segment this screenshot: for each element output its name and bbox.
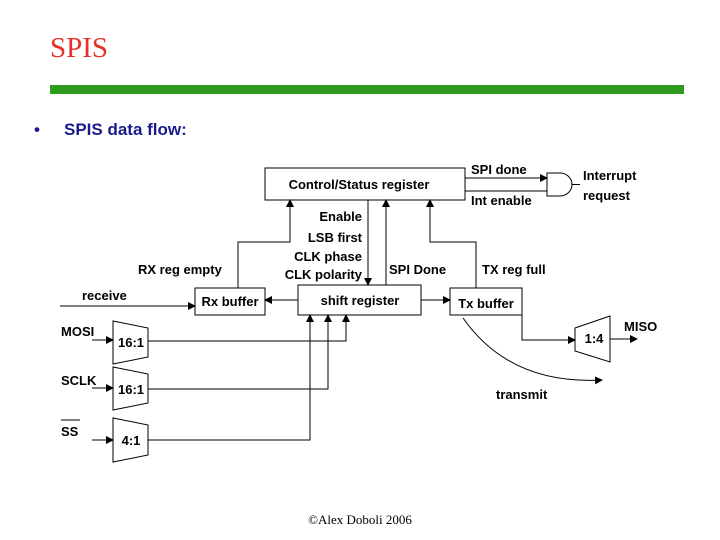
bullet-text: SPIS data flow: (64, 120, 187, 139)
bullet-dot: • (34, 120, 40, 139)
interrupt-label: Interrupt (583, 168, 637, 183)
rx-buffer-box (194, 287, 266, 316)
enable-label: Enable (319, 209, 362, 224)
ss-label: SS (61, 424, 79, 439)
mosi-label: MOSI (61, 324, 94, 339)
lsb-first-label: LSB first (308, 230, 363, 245)
tx-buffer-label: Tx buffer (458, 296, 514, 311)
rx-reg-empty-label: RX reg empty (138, 262, 223, 277)
control-status-register-box (264, 167, 466, 201)
clk-polarity-label: CLK polarity (285, 267, 363, 282)
slide-title: SPIS (50, 32, 109, 64)
footer-copyright: ©Alex Doboli 2006 (308, 512, 412, 527)
spi-done-top-label: SPI done (471, 162, 527, 177)
title-divider (50, 85, 684, 94)
miso-label: MISO (624, 319, 657, 334)
tx-reg-full-label: TX reg full (482, 262, 546, 277)
rx-buffer-label: Rx buffer (201, 294, 258, 309)
clk-phase-label: CLK phase (294, 249, 362, 264)
mux-sclk-shape (112, 366, 149, 411)
mux-miso-label: 1:4 (585, 331, 605, 346)
spi-done-mid-label: SPI Done (389, 262, 446, 277)
mux-mosi-shape (112, 320, 149, 365)
sclk-label: SCLK (61, 373, 97, 388)
receive-label: receive (82, 288, 127, 303)
mux-ss-label: 4:1 (122, 433, 141, 448)
request-label: request (583, 188, 631, 203)
and-gate (546, 172, 573, 197)
control-status-label: Control/Status register (289, 177, 430, 192)
mux-ss-shape (112, 417, 149, 463)
transmit-label: transmit (496, 387, 548, 402)
mux-sclk-label: 16:1 (118, 382, 144, 397)
mux-mosi-label: 16:1 (118, 335, 144, 350)
bullet-item: • SPIS data flow: (34, 119, 187, 141)
shift-register-label: shift register (321, 293, 400, 308)
int-enable-label: Int enable (471, 193, 532, 208)
